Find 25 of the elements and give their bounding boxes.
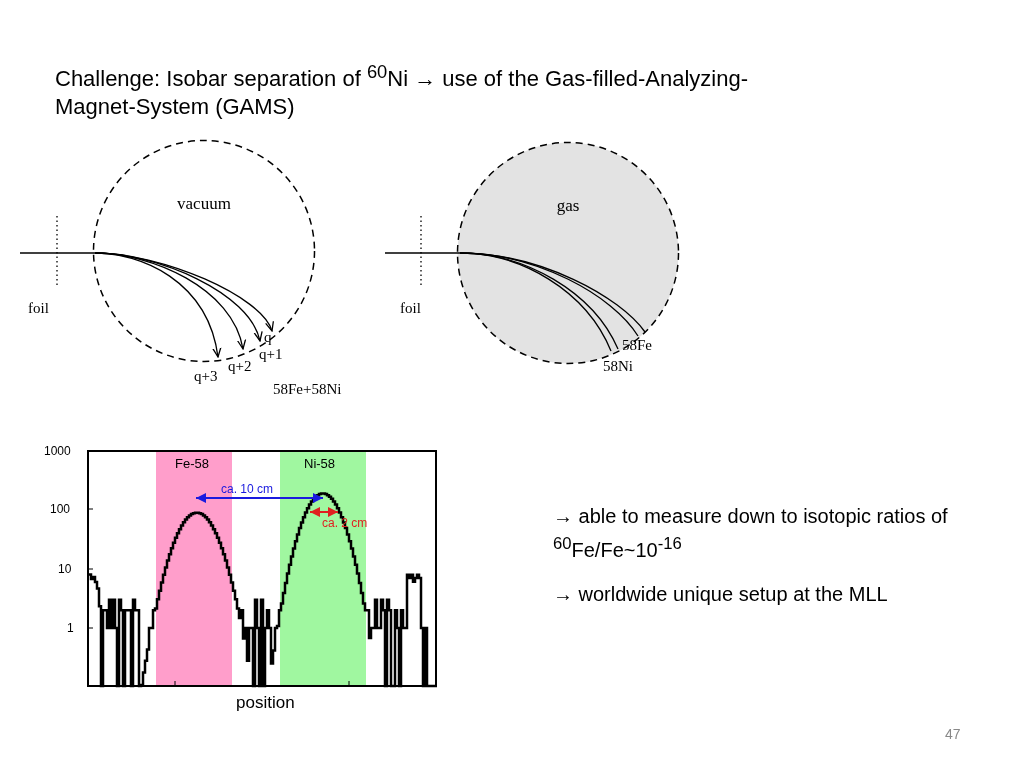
- charge-state-label: q: [264, 329, 272, 346]
- axis-tick-label: 100: [50, 502, 71, 516]
- charge-state-label: q+2: [228, 358, 252, 375]
- axis-title: position: [236, 693, 295, 713]
- isotope-label: 58Fe+58Ni: [273, 381, 342, 398]
- chamber-label: vacuum: [176, 194, 232, 214]
- band-label: Ni-58: [304, 456, 336, 471]
- part-label: foil: [400, 300, 421, 317]
- isotope-label: 58Ni: [603, 358, 633, 375]
- dimension-label: ca. 10 cm: [221, 482, 274, 496]
- axis-tick-label: 1: [67, 621, 74, 635]
- slide-title: Challenge: Isobar separation of $^{60}$Ni → use of the Gas-filled-Analyzing-Magnet-System (GAMS): [55, 60, 749, 122]
- body-text: → able to measure down to isotopic ratios of $^{60}$Fe/Fe~10$^{-16}$: [553, 504, 949, 563]
- part-label: foil: [28, 300, 49, 317]
- dimension-label: ca. 2 cm: [322, 516, 368, 530]
- axis-tick-label: 1000: [44, 444, 71, 458]
- axis-tick-label: 10: [58, 562, 72, 576]
- chamber-label: gas: [555, 196, 581, 216]
- band-label: Fe-58: [175, 456, 209, 471]
- body-text: → worldwide unique setup at the MLL: [553, 583, 888, 606]
- page-number: 47: [945, 726, 961, 742]
- charge-state-label: q+3: [194, 368, 218, 385]
- isotope-label: 58Fe: [622, 337, 652, 354]
- charge-state-label: q+1: [259, 346, 283, 363]
- chamber-circle: [92, 139, 316, 363]
